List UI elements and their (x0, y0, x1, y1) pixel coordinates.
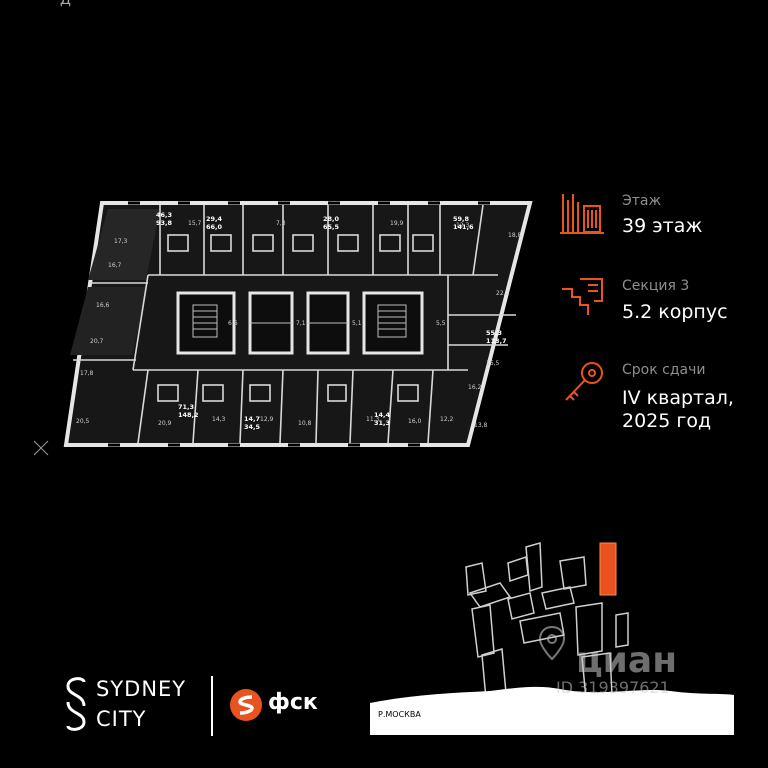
river-bank (370, 686, 734, 735)
svg-text:71,3: 71,3 (178, 403, 194, 411)
svg-text:46,3: 46,3 (156, 211, 172, 219)
cian-watermark: циан (576, 640, 678, 681)
svg-text:28,0: 28,0 (323, 215, 340, 223)
core-block-1 (176, 291, 236, 355)
apartment-labels: 46,3 93,8 29,4 66,0 28,0 65,5 59,8 141,6… (156, 211, 507, 431)
map-pin-icon (538, 625, 566, 661)
floor-value: 39 этаж (622, 215, 703, 237)
highlighted-building (599, 542, 617, 596)
svg-text:5,1: 5,1 (352, 320, 362, 327)
site-map: Р.МОСКВА (370, 542, 734, 735)
svg-text:65,5: 65,5 (323, 223, 340, 231)
svg-text:113,7: 113,7 (486, 337, 507, 345)
apartment-label: 71,3 148,2 (178, 403, 199, 419)
svg-text:18,8: 18,8 (508, 232, 522, 239)
svg-text:93,8: 93,8 (156, 219, 173, 227)
section-value: 5.2 корпус (622, 301, 728, 323)
svg-text:14,7: 14,7 (244, 415, 260, 423)
apartment-label: 59,8 141,6 (453, 215, 474, 231)
svg-text:141,6: 141,6 (453, 223, 474, 231)
svg-text:20,9: 20,9 (158, 420, 172, 427)
svg-text:12,9: 12,9 (260, 416, 274, 423)
svg-text:15,5: 15,5 (486, 360, 500, 367)
svg-text:148,2: 148,2 (178, 411, 199, 419)
svg-text:6,6: 6,6 (228, 320, 238, 327)
svg-text:55,3: 55,3 (486, 329, 502, 337)
apartment-label: 46,3 93,8 (156, 211, 173, 227)
svg-text:12,2: 12,2 (440, 416, 454, 423)
section-label: Секция 3 (622, 278, 690, 294)
svg-text:22,2: 22,2 (496, 290, 510, 297)
apartment-label: 29,4 66,0 (206, 215, 223, 231)
svg-text:16,6: 16,6 (96, 302, 110, 309)
fsk-logo-icon (230, 689, 262, 721)
deadline-value-line1: IV квартал, (622, 387, 734, 409)
svg-text:29,4: 29,4 (206, 215, 223, 223)
stairs-icon (562, 278, 603, 315)
apartment-label: 14,7 34,5 (244, 415, 261, 431)
watermark-id: ID 319397621 (556, 678, 670, 697)
svg-text:7,3: 7,3 (276, 220, 286, 227)
svg-text:7,1: 7,1 (296, 320, 306, 327)
sydney-city-logo-icon (66, 677, 86, 731)
top-cropped-text: Д (60, 0, 71, 8)
svg-text:10,8: 10,8 (298, 420, 312, 427)
apartment-label: 55,3 113,7 (486, 329, 507, 345)
svg-text:5,5: 5,5 (436, 320, 446, 327)
deadline-value-line2: 2025 год (622, 410, 712, 432)
svg-text:19,9: 19,9 (390, 220, 404, 227)
svg-text:20,7: 20,7 (90, 338, 104, 345)
apartment-label: 14,4 31,3 (374, 411, 391, 427)
svg-text:59,8: 59,8 (453, 215, 470, 223)
river-label: Р.МОСКВА (378, 710, 421, 719)
floor-plan-dark-unit (88, 209, 160, 280)
floor-label: Этаж (622, 193, 662, 209)
sydney-logo-line1: SYDNEY (96, 677, 187, 701)
apartment-label: 28,0 65,5 (323, 215, 340, 231)
building-icon (560, 194, 604, 234)
svg-text:16,7: 16,7 (108, 262, 122, 269)
logo-divider (211, 676, 213, 736)
svg-text:20,5: 20,5 (76, 418, 90, 425)
key-icon (565, 362, 603, 401)
svg-text:14,3: 14,3 (212, 416, 226, 423)
floor-plan: 15,7 7,3 19,9 12,3 18,8 17,3 16,7 16,6 20,7 17… (33, 201, 533, 456)
sydney-logo-line2: CITY (96, 707, 147, 731)
fsk-logo-text: фск (268, 690, 318, 715)
svg-text:16,2: 16,2 (468, 384, 482, 391)
svg-text:12,3: 12,3 (456, 222, 470, 229)
deadline-label: Срок сдачи (622, 362, 706, 378)
svg-text:66,0: 66,0 (206, 223, 223, 231)
svg-text:13,8: 13,8 (474, 422, 488, 429)
svg-text:14,4: 14,4 (374, 411, 391, 419)
building-tower (525, 542, 543, 593)
svg-text:17,8: 17,8 (80, 370, 94, 377)
svg-text:34,5: 34,5 (244, 423, 261, 431)
svg-text:31,3: 31,3 (374, 419, 390, 427)
svg-text:11,3: 11,3 (366, 416, 380, 423)
svg-text:16,0: 16,0 (408, 418, 422, 425)
svg-text:17,3: 17,3 (114, 238, 128, 245)
compass-icon (33, 440, 49, 456)
svg-text:15,7: 15,7 (188, 220, 202, 227)
